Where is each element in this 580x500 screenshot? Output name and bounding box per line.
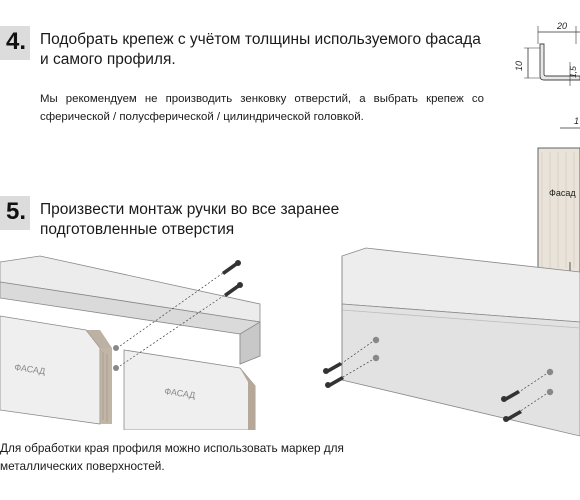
step-4-heading: Подобрать крепеж с учётом толщины исполь… (40, 31, 481, 68)
screw-icon (323, 362, 342, 374)
facade-label-right: ФАСАД (164, 386, 196, 400)
mounting-illustration-right (323, 247, 580, 437)
screw-icon (224, 282, 243, 297)
screw-icon (325, 376, 344, 388)
facade-label-left: ФАСАД (14, 362, 46, 376)
facade-label: Фасад (549, 188, 576, 198)
screw-icon (503, 410, 522, 422)
step-5-heading: Произвести монтаж ручки во все заранее п… (40, 201, 340, 238)
screw-icon (222, 260, 241, 275)
dim-height-label: 10 (514, 61, 524, 71)
screw-icon (501, 390, 520, 402)
footnote: Для обработки края профиля можно использ… (0, 441, 344, 473)
dim-thickness-label: 1,5 (568, 66, 578, 78)
step-4-number: 4. (0, 26, 30, 60)
profile-section-drawing: 20 10 1,5 (514, 21, 580, 86)
facade-dim-label: 1 (574, 116, 579, 126)
step-5-number: 5. (0, 196, 30, 230)
step-4-text: Мы рекомендуем не производить зенковку о… (40, 93, 484, 123)
mounting-illustration-left: ФАСАД ФАСАД (0, 255, 261, 430)
facade-section-drawing: 1 Фасад (537, 116, 580, 279)
dim-width-label: 20 (556, 21, 567, 31)
